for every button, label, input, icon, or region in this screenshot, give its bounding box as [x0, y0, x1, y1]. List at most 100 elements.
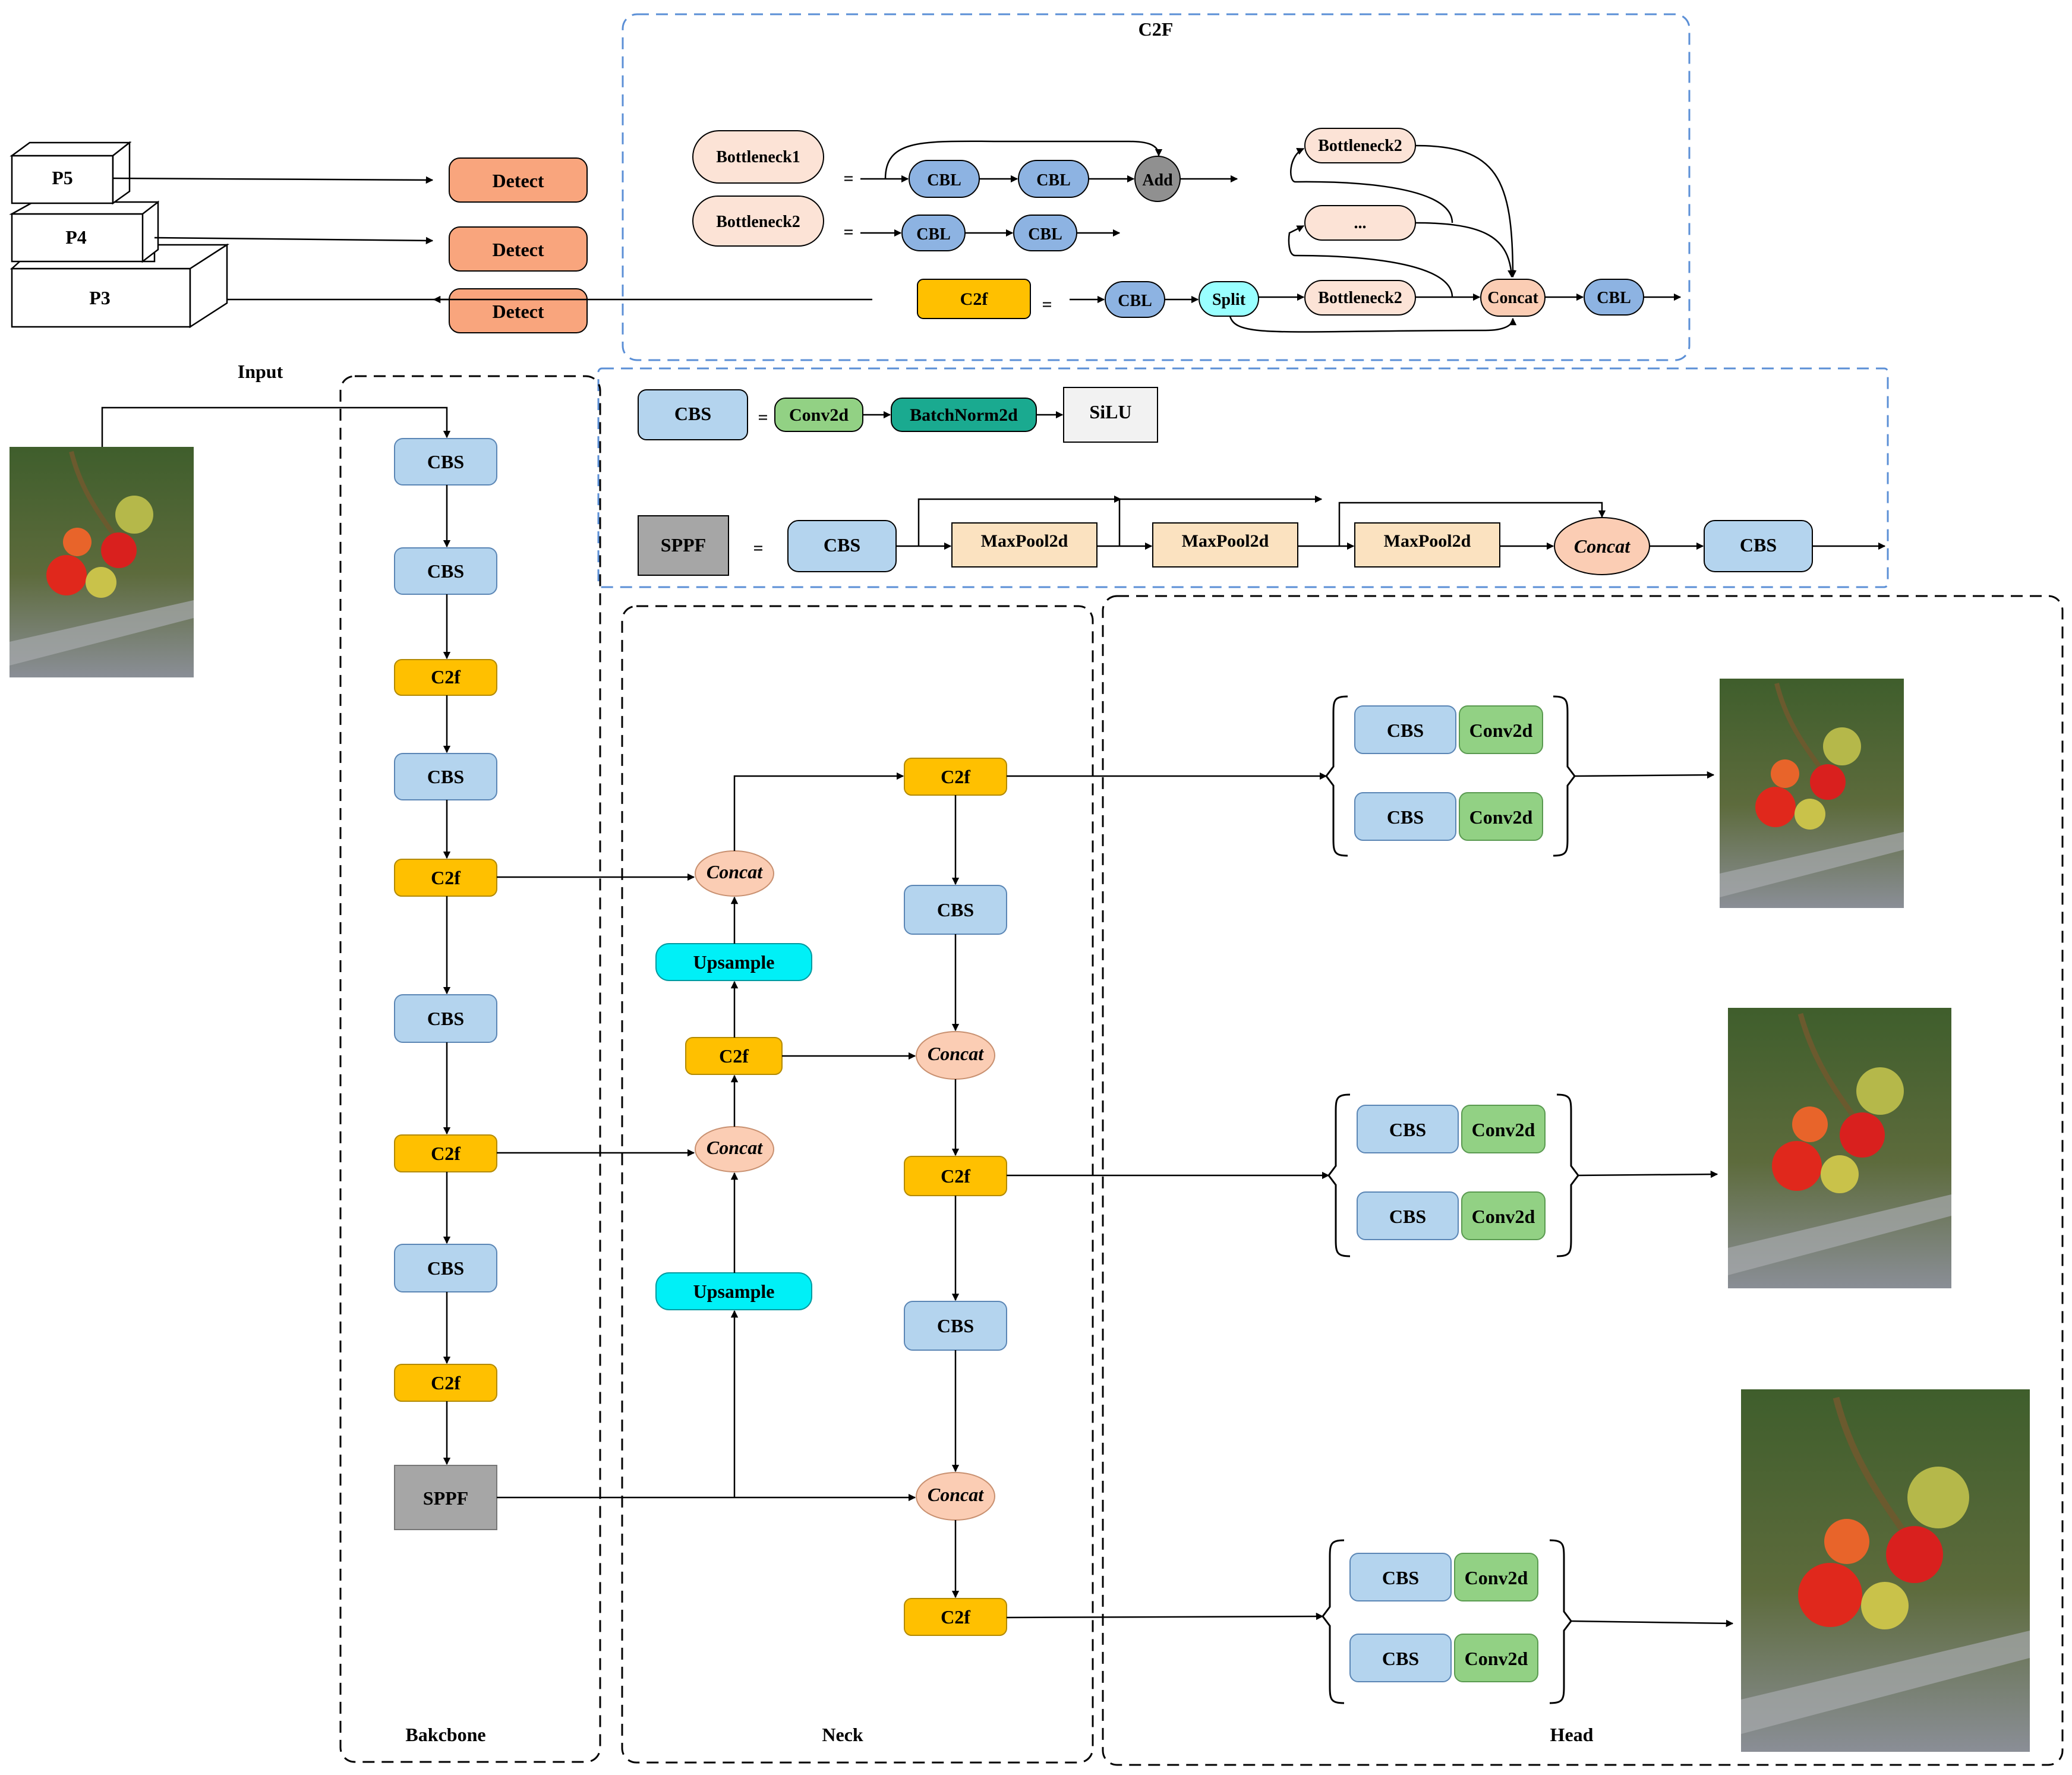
silu-box: [1063, 387, 1158, 443]
split-pill: [1199, 281, 1259, 317]
detect-p3-label: Detect: [492, 301, 544, 322]
backbone-frame: [339, 375, 601, 1763]
detect-p3: Detect: [449, 288, 588, 333]
c2f-bottleneck2-top-label: Bottleneck2: [1318, 137, 1402, 155]
p5-to-detect-arrow: [112, 176, 434, 184]
pyramid-p3: [10, 243, 230, 329]
head-2-conv-b: [1461, 1191, 1546, 1240]
equals-4: =: [758, 408, 768, 427]
head-2-right-brace: [1556, 1093, 1579, 1257]
neck-c2f-top-label: C2f: [941, 766, 970, 787]
neck-upsample-1-label: Upsample: [693, 951, 775, 973]
head-1-conv-b: [1459, 792, 1543, 841]
backbone-c2f-4: C2f: [394, 1364, 497, 1402]
c2f-section-title: C2F: [1139, 18, 1174, 40]
head-1-left-brace: [1325, 695, 1348, 857]
backbone-cbs-2: CBS: [394, 547, 497, 595]
batchnorm-pill-label: BatchNorm2d: [910, 405, 1018, 425]
c2f-def-label: C2f: [960, 289, 989, 309]
head-3-conv-a: [1454, 1553, 1538, 1601]
backbone-sppf-label: SPPF: [423, 1487, 468, 1509]
pyramid-p4: [9, 200, 159, 263]
neck-c2f-mid-label: C2f: [941, 1165, 970, 1187]
head-2-out-arrow: [1578, 1170, 1718, 1178]
c2f-def-box: [917, 279, 1031, 319]
head-3-left-brace: [1322, 1539, 1345, 1704]
cbs-sppf-detail-frame: [597, 367, 1889, 588]
output-image-2: [1728, 1008, 1951, 1288]
b2-cbl-1-label: CBL: [916, 225, 951, 244]
neck-label: Neck: [822, 1724, 863, 1745]
equals-3: =: [1042, 295, 1052, 314]
backbone-c2f-2-label: C2f: [431, 867, 461, 888]
head-3-right-brace: [1549, 1539, 1572, 1704]
cbs-def-box: [638, 389, 748, 440]
head-2-left-brace: [1327, 1093, 1351, 1257]
sppf-cbs-out-label: CBS: [1740, 534, 1777, 556]
c2f-detail-frame: [622, 13, 1691, 361]
bottleneck1-pill: [692, 130, 824, 184]
head-3-cbs-a-label: CBS: [1382, 1567, 1419, 1588]
backbone-cbs-1: CBS: [394, 438, 497, 485]
neck-c2f-bottom-label: C2f: [941, 1606, 970, 1628]
head-3-cbs-a: [1349, 1553, 1452, 1601]
silu-label: SiLU: [1089, 401, 1131, 423]
sppf-skip-1: [917, 495, 1122, 546]
head-2-conv-a: [1461, 1105, 1546, 1153]
maxpool-1: [951, 522, 1098, 568]
b1-residual-arrow: [884, 140, 1163, 179]
head-1-out-arrow: [1574, 771, 1715, 779]
head-1-conv-a-label: Conv2d: [1469, 720, 1533, 741]
head-3-cbs-b-label: CBS: [1382, 1648, 1419, 1669]
sppf-skip-3: [1338, 502, 1606, 546]
output-image-1: [1720, 679, 1904, 908]
head-1-conv-a: [1459, 705, 1543, 754]
b1-cbl-1-label: CBL: [927, 171, 961, 190]
p4-label: P4: [65, 226, 87, 248]
backbone-cbs-4: CBS: [394, 994, 497, 1043]
backbone-c2f-2: C2f: [394, 859, 497, 897]
c2f-cbl-in-label: CBL: [1118, 292, 1152, 310]
equals-1: =: [843, 169, 853, 188]
head-3-cbs-b: [1349, 1634, 1452, 1682]
head-3-conv-b: [1454, 1634, 1538, 1682]
head-2-cbs-a: [1357, 1105, 1459, 1153]
detect-p5-label: Detect: [492, 170, 544, 191]
head-1-cbs-a: [1354, 705, 1456, 754]
neck-frame: [621, 605, 1094, 1764]
head-1-cbs-a-label: CBS: [1387, 720, 1424, 741]
backbone-c2f-1: C2f: [394, 659, 497, 696]
bn-top-to-concat-arrow: [1415, 144, 1517, 278]
backbone-c2f-1-label: C2f: [431, 666, 461, 688]
backbone-cbs-3-label: CBS: [427, 766, 464, 787]
backbone-cbs-5-label: CBS: [427, 1257, 464, 1279]
head-1-right-brace: [1553, 695, 1576, 857]
neck-concat-right-2-label: Concat: [928, 1484, 984, 1505]
equals-2: =: [843, 222, 853, 242]
sppf-cbs-in-label: CBS: [824, 534, 860, 556]
b2-cbl-2-label: CBL: [1028, 225, 1062, 244]
p4-to-detect-arrow: [154, 237, 434, 245]
bottleneck2-pill: [692, 196, 824, 247]
neck-cbs-2-label: CBS: [937, 1315, 974, 1336]
concat-top-to-c2f-top: [733, 772, 904, 851]
head-2-cbs-b-label: CBS: [1389, 1206, 1426, 1227]
c2f-bottom-to-head-3: [1006, 1612, 1324, 1620]
b1-cbl-2-label: CBL: [1036, 171, 1071, 190]
backbone-c2f-3-label: C2f: [431, 1143, 461, 1164]
bn-to-ellipsis-arrow: [1288, 225, 1453, 298]
backbone-cbs-4-label: CBS: [427, 1008, 464, 1029]
head-2-cbs-b: [1357, 1191, 1459, 1240]
head-label: Head: [1550, 1724, 1594, 1745]
output-image-3: [1741, 1389, 2030, 1752]
backbone-c2f-3: C2f: [394, 1134, 497, 1172]
backbone-sppf: SPPF: [394, 1465, 497, 1530]
p3-label: P3: [89, 287, 111, 308]
c2f-concat-label: Concat: [1487, 289, 1538, 307]
neck-cbs-1-label: CBS: [937, 899, 974, 920]
head-1-cbs-b-label: CBS: [1387, 806, 1424, 828]
backbone-cbs-3: CBS: [394, 753, 497, 800]
backbone-c2f-4-label: C2f: [431, 1372, 461, 1393]
c2f-cbl-out-label: CBL: [1597, 289, 1631, 307]
